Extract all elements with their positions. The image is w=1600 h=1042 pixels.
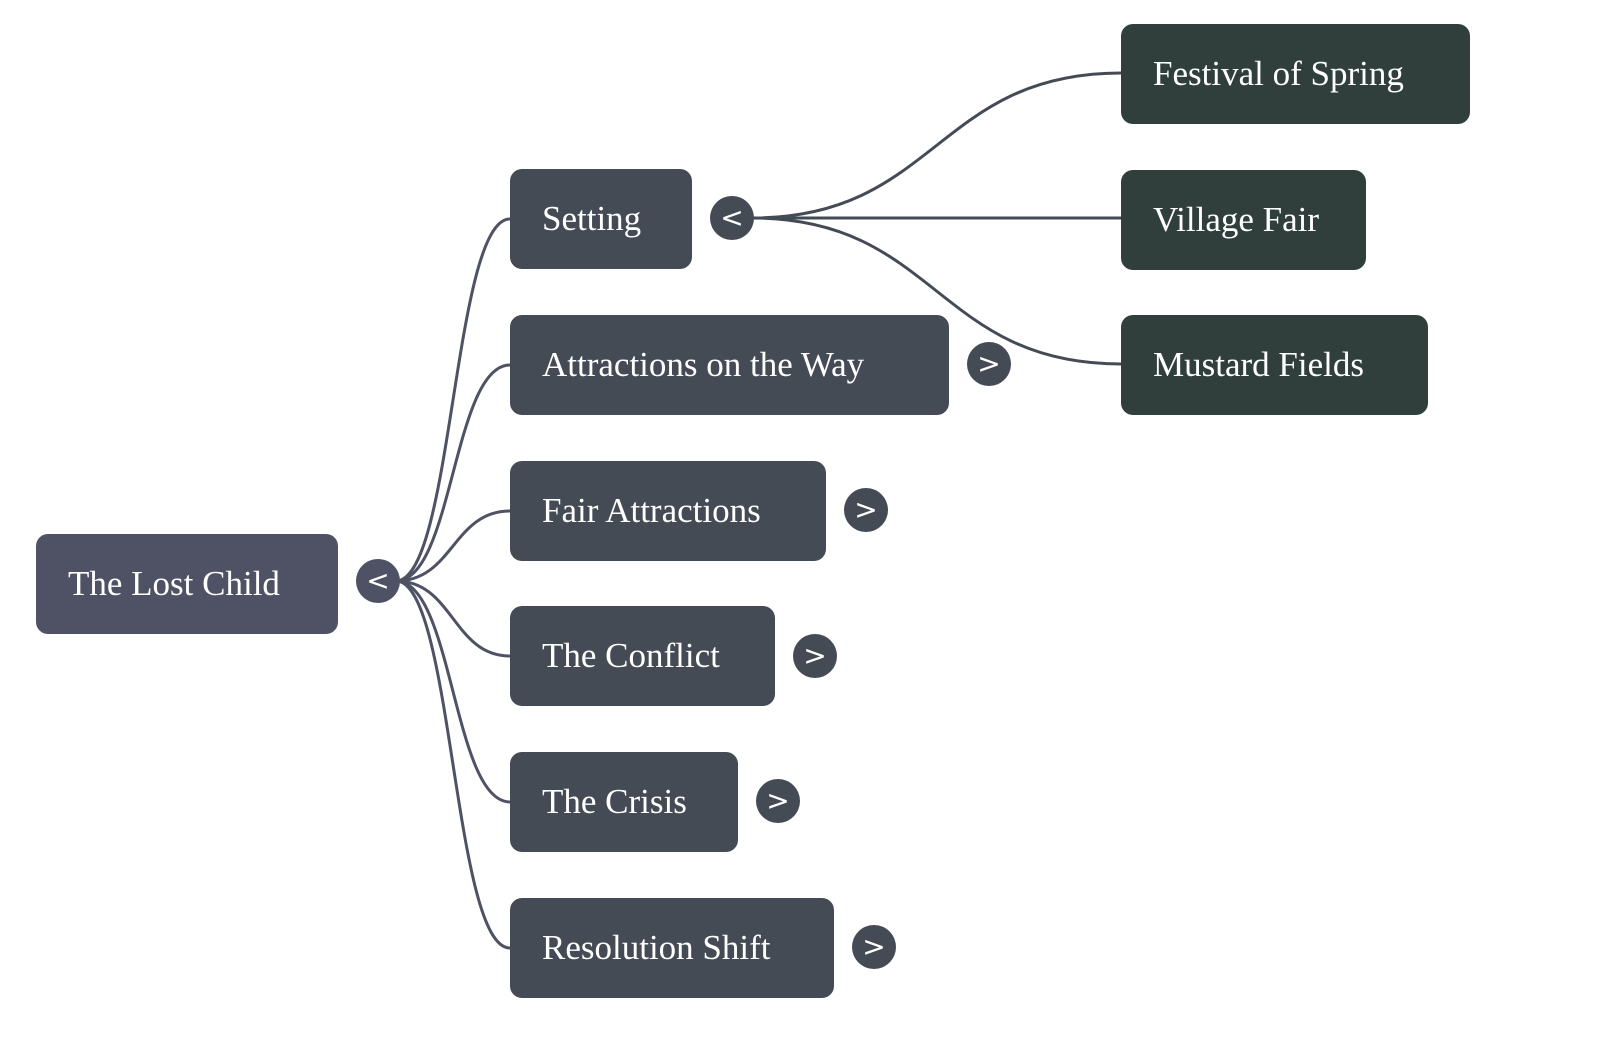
edge-root-to-branch-3 [395,579,511,658]
branch-node-attractions-on-the-way[interactable]: Attractions on the Way [510,315,949,415]
the-conflict-expand-toggle[interactable]: > [793,634,837,678]
root-node-label: The Lost Child [68,564,280,603]
edge-setting-to-leaf-2 [751,216,1122,366]
attractions-on-the-way-expand-toggle[interactable]: > [967,342,1011,386]
fair-attractions-expand-toggle[interactable]: > [844,488,888,532]
branch-node-the-conflict[interactable]: The Conflict [510,606,775,706]
branch-label: The Crisis [542,782,687,821]
branch-label: The Conflict [542,636,720,675]
the-crisis-expand-toggle[interactable]: > [756,779,800,823]
setting-collapse-toggle[interactable]: < [710,196,754,240]
resolution-shift-expand-toggle[interactable]: > [852,925,896,969]
leaf-node-mustard-fields[interactable]: Mustard Fields [1121,315,1428,415]
leaf-label: Festival of Spring [1153,54,1404,93]
leaf-node-village-fair[interactable]: Village Fair [1121,170,1366,270]
edge-root-to-branch-0 [395,217,511,583]
branch-node-resolution-shift[interactable]: Resolution Shift [510,898,834,998]
edge-root-to-branch-4 [395,579,511,804]
edge-setting-to-leaf-0 [751,71,1122,220]
edge-root-to-branch-1 [395,363,511,583]
root-node[interactable]: The Lost Child [36,534,338,634]
branch-node-the-crisis[interactable]: The Crisis [510,752,738,852]
leaf-node-festival-of-spring[interactable]: Festival of Spring [1121,24,1470,124]
leaf-label: Village Fair [1153,200,1320,239]
branch-label: Resolution Shift [542,928,771,967]
branch-node-fair-attractions[interactable]: Fair Attractions [510,461,826,561]
branch-label: Setting [542,199,642,238]
branch-node-setting[interactable]: Setting [510,169,692,269]
edge-root-to-branch-5 [395,579,511,950]
branch-label: Attractions on the Way [542,345,865,384]
branch-label: Fair Attractions [542,491,761,530]
leaf-label: Mustard Fields [1153,345,1364,384]
root-collapse-toggle[interactable]: < [356,559,400,603]
edge-root-to-branch-2 [395,509,511,583]
